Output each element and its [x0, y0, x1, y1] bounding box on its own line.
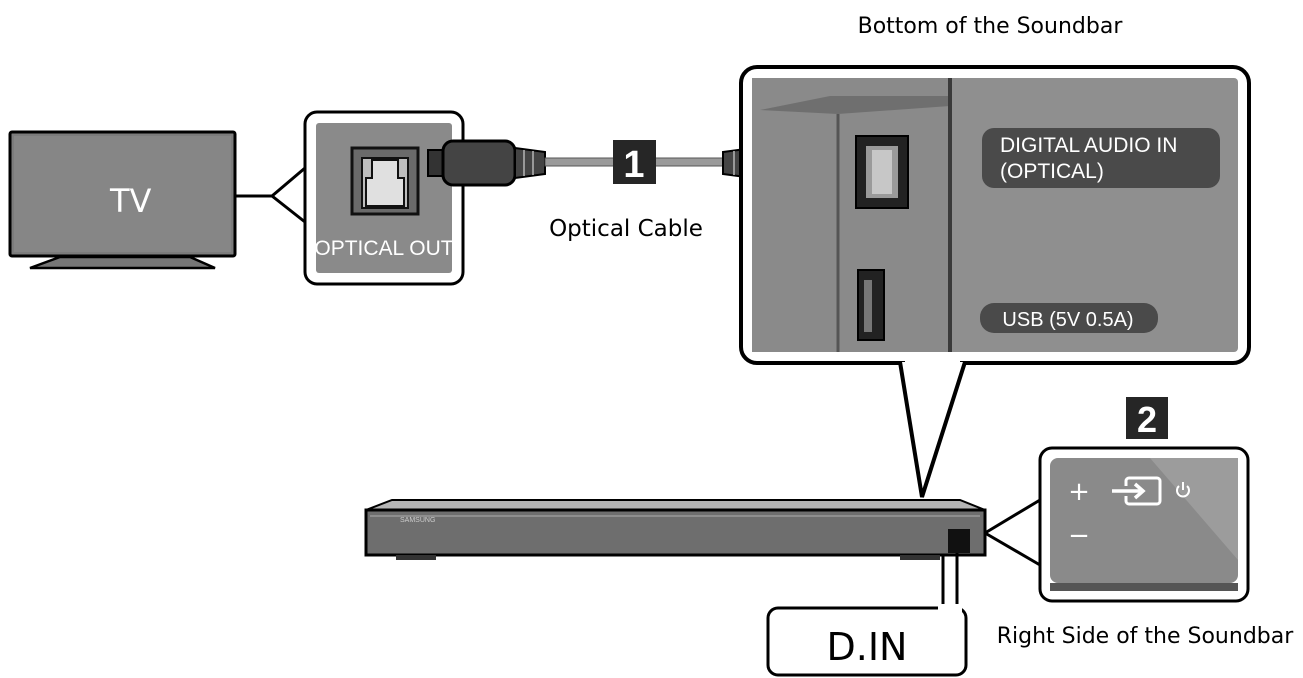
din-port [948, 529, 970, 553]
step-1-badge: 1 [613, 140, 656, 186]
soundbar-brand: SAMSUNG [400, 517, 435, 524]
usb-label: USB (5V 0.5A) [1002, 309, 1133, 331]
step-1-number: 1 [623, 144, 644, 186]
digital-audio-in-line2: (OPTICAL) [1000, 160, 1104, 183]
power-icon [1176, 482, 1190, 498]
optical-out-label: OPTICAL OUT [314, 237, 453, 260]
usb-port-icon [857, 269, 885, 341]
tv-label: TV [109, 182, 152, 220]
plus-symbol: + [1068, 477, 1090, 507]
optical-cable-label: Optical Cable [549, 216, 703, 242]
optical-port-icon [350, 146, 420, 216]
soundbar: SAMSUNG [364, 499, 987, 560]
soundbar-optical-port-icon [855, 135, 909, 209]
right-side-callout: + − [984, 446, 1250, 603]
bottom-of-soundbar-title: Bottom of the Soundbar [858, 14, 1124, 39]
digital-audio-in-line1: DIGITAL AUDIO IN [1000, 134, 1177, 157]
optical-out-panel: OPTICAL OUT [303, 110, 465, 286]
step-2-number: 2 [1137, 399, 1157, 440]
step-2-badge: 2 [1126, 397, 1168, 440]
minus-symbol: − [1068, 521, 1090, 551]
tv-callout-lines [235, 166, 306, 224]
digital-audio-in-badge [982, 128, 1220, 188]
din-callout: D.IN [766, 553, 968, 677]
usb-badge [980, 303, 1158, 333]
input-source-icon [1112, 476, 1162, 506]
tv-screen-inner [14, 136, 231, 252]
din-label: D.IN [827, 625, 908, 669]
bottom-callout-pointer [898, 361, 967, 498]
right-side-label: Right Side of the Soundbar [997, 624, 1295, 649]
bottom-panel: DIGITAL AUDIO IN (OPTICAL) USB (5V 0.5A) [739, 65, 1251, 365]
tv-unit: TV [8, 130, 237, 270]
tv-stand [29, 255, 216, 270]
